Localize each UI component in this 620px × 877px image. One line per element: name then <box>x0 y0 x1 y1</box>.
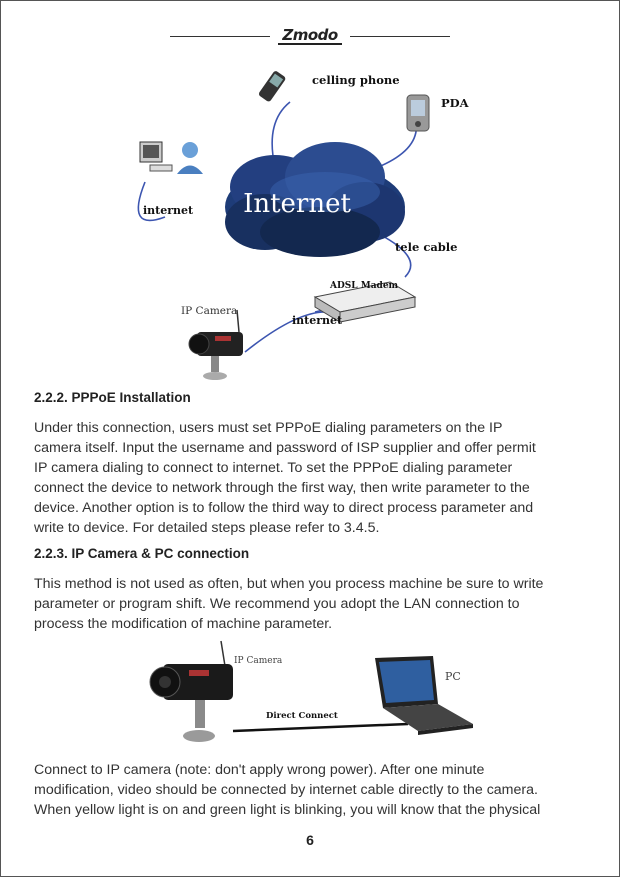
pc-label: PC <box>445 670 461 683</box>
pda-label: PDA <box>441 96 470 110</box>
paragraph-line: modification, video should be connected … <box>34 782 538 798</box>
cell-label: celling phone <box>312 73 400 87</box>
ipcam-label: IP Camera <box>181 305 237 317</box>
paragraph-line: connect the device to network through th… <box>34 480 530 496</box>
ip-camera-icon <box>149 640 233 742</box>
page-number: 6 <box>306 832 314 848</box>
paragraph-line: process the modification of machine para… <box>34 616 333 632</box>
pda-icon <box>406 94 430 132</box>
phone-icon <box>258 71 286 102</box>
paragraph-line: IP camera dialing to connect to internet… <box>34 460 513 476</box>
paragraph-line: Connect to IP camera (note: don't apply … <box>34 762 485 778</box>
ipcam-pc-paragraph: This method is not used as often, but wh… <box>34 574 590 634</box>
pppoe-network-diagram: Internet celling phone PDA internet tele… <box>137 71 470 380</box>
link-left <box>137 181 166 222</box>
direct-connect-label: Direct Connect <box>266 711 338 721</box>
section-heading-pppoe: 2.2.2. PPPoE Installation <box>34 390 191 405</box>
internet-bottom-label: internet <box>292 314 343 327</box>
laptop-icon <box>375 656 473 735</box>
paragraph-line: parameter or program shift. We recommend… <box>34 596 520 612</box>
paragraph-line: This method is not used as often, but wh… <box>34 576 544 592</box>
tele-cable-label: tele cable <box>395 240 458 254</box>
link-cam <box>244 311 326 353</box>
section-heading-ipcam-pc: 2.2.3. IP Camera & PC connection <box>34 546 250 561</box>
connect-paragraph: Connect to IP camera (note: don't apply … <box>34 760 590 820</box>
direct-connect-diagram: IP Camera Direct Connect PC <box>133 636 483 754</box>
pppoe-paragraph: Under this connection, users must set PP… <box>34 418 590 538</box>
adsl-label: ADSL Madem <box>329 281 399 291</box>
brand-logo: Zmodo <box>278 26 342 45</box>
paragraph-line: write to device. For detailed steps plea… <box>34 520 380 536</box>
cloud-label: Internet <box>243 189 351 219</box>
paragraph-line: Under this connection, users must set PP… <box>34 420 503 436</box>
internet-cloud: Internet <box>225 142 405 257</box>
paragraph-line: When yellow light is on and green light … <box>34 802 541 818</box>
paragraph-line: camera itself. Input the username and pa… <box>34 440 536 456</box>
adsl-modem-icon <box>313 281 417 323</box>
ipcam-label: IP Camera <box>234 656 283 666</box>
header-rule-left <box>170 36 270 37</box>
page-header: Zmodo <box>170 26 450 46</box>
internet-left-label: internet <box>143 204 194 217</box>
direct-cable <box>232 722 409 733</box>
paragraph-line: device. Another option is to follow the … <box>34 500 534 516</box>
header-rule-right <box>350 36 450 37</box>
ip-camera-icon <box>188 309 243 380</box>
computer-user-icon <box>139 141 203 174</box>
